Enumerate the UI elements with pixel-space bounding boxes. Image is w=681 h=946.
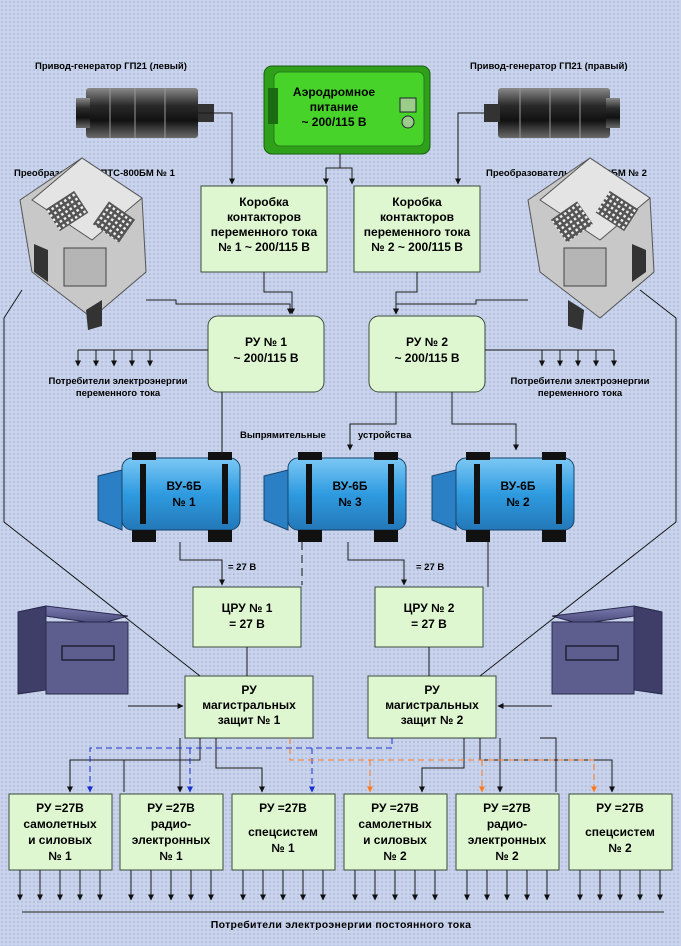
ru-ac-2-line-2: ~ 200/115 В — [394, 351, 459, 365]
contactor-box-2: Коробка контакторов переменного тока № 2… — [353, 185, 481, 273]
ru-ac-1-line-1: РУ № 1 — [245, 335, 287, 349]
cru-2-line-1: ЦРУ № 2 — [404, 601, 455, 615]
ru-bottom-3-line-2: спецсистем — [248, 825, 318, 839]
ru-main-1-line-2: магистральных — [202, 698, 296, 712]
rectifier-group-label-left: Выпрямительные — [240, 430, 326, 441]
ru-bottom-5-line-2: радио- — [487, 817, 527, 831]
ru-bottom-6-line-1: РУ =27В — [596, 801, 644, 815]
converter-right-icon — [527, 157, 655, 330]
ru-bottom-2-line-3: электронных — [132, 833, 211, 847]
ru-bottom-2-line-2: радио- — [151, 817, 191, 831]
ru-bottom-1-line-2: самолетных — [23, 817, 97, 831]
contactor-box-1-line-1: Коробка — [239, 195, 289, 209]
rectifier-1: ВУ-6Б № 1 — [97, 452, 241, 542]
dc-voltage-label-2: = 27 В — [416, 562, 444, 573]
cru-1-line-1: ЦРУ № 1 — [222, 601, 273, 615]
ru-bottom-1-line-1: РУ =27В — [36, 801, 84, 815]
rectifier-2-line-1: ВУ-6Б — [501, 479, 536, 493]
ru-bottom-2-line-4: № 1 — [159, 849, 183, 863]
ru-bottom-6-line-3: № 2 — [608, 841, 632, 855]
ru-ac-1: РУ № 1 ~ 200/115 В — [207, 315, 325, 393]
ac-consumers-left-line-2: переменного тока — [76, 388, 161, 399]
battery-right-icon — [551, 605, 663, 695]
contactor-box-1-line-3: переменного тока — [211, 225, 318, 239]
ru-bottom-6: РУ =27В спецсистем № 2 — [568, 793, 673, 871]
rectifier-3-line-1: ВУ-6Б — [333, 479, 368, 493]
ru-ac-2: РУ № 2 ~ 200/115 В — [368, 315, 486, 393]
ru-bottom-1: РУ =27В самолетных и силовых № 1 — [8, 793, 113, 871]
contactor-box-2-line-3: переменного тока — [364, 225, 471, 239]
generator-right-icon — [484, 88, 620, 138]
ground-power-unit: Аэродромное питание ~ 200/115 В — [263, 65, 431, 155]
contactor-box-1: Коробка контакторов переменного тока № 1… — [200, 185, 328, 273]
ru-ac-1-line-2: ~ 200/115 В — [233, 351, 298, 365]
ru-bottom-1-line-4: № 1 — [48, 849, 72, 863]
connection-wires — [3, 112, 677, 901]
ru-main-1-line-1: РУ — [241, 683, 257, 697]
ru-bottom-4: РУ =27В самолетных и силовых № 2 — [343, 793, 448, 871]
ru-main-2-line-2: магистральных — [385, 698, 479, 712]
ru-bottom-5-line-4: № 2 — [495, 849, 519, 863]
ru-bottom-2-line-1: РУ =27В — [147, 801, 195, 815]
ru-bottom-6-line-2: спецсистем — [585, 825, 655, 839]
generator-left-icon — [76, 88, 214, 138]
dc-consumers-label: Потребители электроэнергии постоянного т… — [211, 919, 471, 931]
ground-power-line-2: питание — [310, 100, 359, 114]
ru-bottom-5: РУ =27В радио- электронных № 2 — [455, 793, 560, 871]
contactor-box-2-line-4: № 2 ~ 200/115 В — [371, 240, 463, 254]
ru-bottom-3-line-3: № 1 — [271, 841, 295, 855]
contactor-box-1-line-2: контакторов — [227, 210, 301, 224]
rectifier-3-line-2: № 3 — [338, 495, 362, 509]
ru-main-1: РУ магистральных защит № 1 — [184, 675, 314, 739]
contactor-box-1-line-4: № 1 ~ 200/115 В — [218, 240, 310, 254]
ru-bottom-1-line-3: и силовых — [28, 833, 92, 847]
rectifier-2-line-2: № 2 — [506, 495, 530, 509]
ru-bottom-3: РУ =27В спецсистем № 1 — [231, 793, 336, 871]
generator-right-label: Привод-генератор ГП21 (правый) — [470, 61, 628, 72]
ru-main-2-line-3: защит № 2 — [401, 713, 464, 727]
converter-left-icon — [19, 157, 147, 330]
ru-bottom-4-line-3: и силовых — [363, 833, 427, 847]
ru-bottom-2: РУ =27В радио- электронных № 1 — [119, 793, 224, 871]
dc-voltage-label-1: = 27 В — [228, 562, 256, 573]
ru-bottom-3-line-1: РУ =27В — [259, 801, 307, 815]
ground-power-line-1: Аэродромное — [293, 85, 376, 99]
ru-bottom-5-line-3: электронных — [468, 833, 547, 847]
ru-main-2-line-1: РУ — [424, 683, 440, 697]
cru-2-line-2: = 27 В — [411, 617, 447, 631]
ground-power-line-3: ~ 200/115 В — [301, 115, 366, 129]
cru-1: ЦРУ № 1 = 27 В — [192, 586, 302, 648]
ru-ac-2-line-1: РУ № 2 — [406, 335, 448, 349]
ac-consumers-right-line-1: Потребители электроэнергии — [511, 376, 650, 387]
ac-consumers-right-line-2: переменного тока — [538, 388, 623, 399]
ru-main-2: РУ магистральных защит № 2 — [367, 675, 497, 739]
cru-2: ЦРУ № 2 = 27 В — [374, 586, 484, 648]
ru-bottom-4-line-1: РУ =27В — [371, 801, 419, 815]
ac-consumers-left-line-1: Потребители электроэнергии — [49, 376, 188, 387]
cru-1-line-2: = 27 В — [229, 617, 265, 631]
ru-bottom-4-line-4: № 2 — [383, 849, 407, 863]
ru-main-1-line-3: защит № 1 — [218, 713, 281, 727]
ru-bottom-5-line-1: РУ =27В — [483, 801, 531, 815]
contactor-box-2-line-2: контакторов — [380, 210, 454, 224]
contactor-box-2-line-1: Коробка — [392, 195, 442, 209]
rectifier-3: ВУ-6Б № 3 — [263, 452, 407, 542]
ru-bottom-4-line-2: самолетных — [358, 817, 432, 831]
battery-left-icon — [17, 605, 129, 695]
generator-left-label: Привод-генератор ГП21 (левый) — [35, 61, 187, 72]
rectifier-group-label-right: устройства — [358, 430, 412, 441]
rectifier-1-line-2: № 1 — [172, 495, 196, 509]
rectifier-2: ВУ-6Б № 2 — [431, 452, 575, 542]
rectifier-1-line-1: ВУ-6Б — [167, 479, 202, 493]
